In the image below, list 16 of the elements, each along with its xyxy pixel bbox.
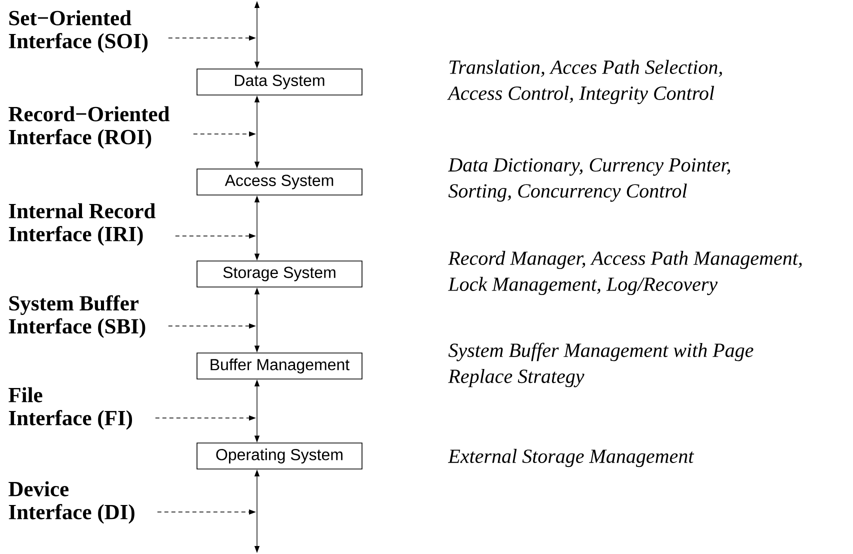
interface-label: System Buffer Interface (SBI) bbox=[8, 295, 146, 338]
process-box: Storage System bbox=[196, 260, 362, 288]
description-text: Record Manager, Access Path Management, Lock Management, Log/Recovery bbox=[448, 250, 802, 296]
interface-label: Internal Record Interface (IRI) bbox=[8, 203, 156, 246]
process-box: Buffer Management bbox=[196, 352, 362, 380]
process-box: Data System bbox=[196, 68, 362, 96]
interface-label: Device Interface (DI) bbox=[8, 481, 134, 524]
description-text: System Buffer Management with Page Replace Strategy bbox=[448, 342, 754, 388]
interface-label: File Interface (FI) bbox=[8, 387, 132, 430]
process-box: Access System bbox=[196, 168, 362, 196]
description-text: Translation, Acces Path Selection, Access Control, Integrity Control bbox=[447, 60, 722, 104]
process-box: Operating System bbox=[196, 442, 362, 470]
description-text: External Storage Management bbox=[448, 448, 694, 468]
description-text: Data Dictionary, Currency Pointer, Sorting, Concurrency Control bbox=[448, 158, 730, 202]
interface-label: Record−Oriented Interface (ROI) bbox=[8, 106, 170, 149]
interface-label: Set−Oriented Interface (SOI) bbox=[8, 10, 148, 53]
